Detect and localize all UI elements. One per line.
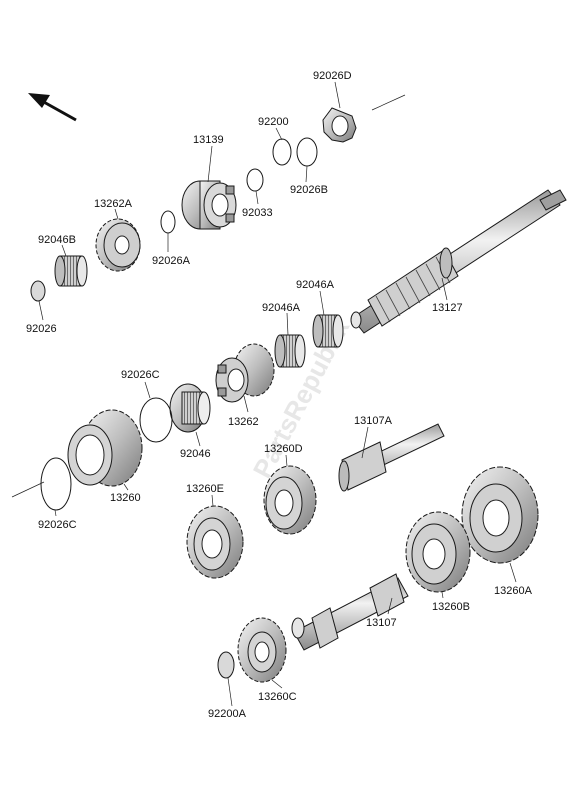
label-92026B: 92026B xyxy=(290,184,328,196)
label-13260B: 13260B xyxy=(432,601,470,613)
part-92026B-circlip xyxy=(296,137,318,167)
part-92033-circlip xyxy=(246,168,264,192)
label-13127: 13127 xyxy=(432,302,463,314)
axis-line-top xyxy=(371,94,406,111)
part-92200-washer xyxy=(272,138,292,166)
label-92046: 92046 xyxy=(180,448,211,460)
part-92046A-needle-bearing-1 xyxy=(312,314,344,348)
part-13260-gear xyxy=(67,409,143,487)
label-92026A: 92026A xyxy=(152,255,191,267)
label-92046A-2: 92046A xyxy=(262,302,301,314)
label-13260C: 13260C xyxy=(258,691,297,703)
part-92046B-needle-bearing xyxy=(54,255,88,287)
part-13260D-gear xyxy=(263,465,317,535)
label-92046B: 92046B xyxy=(38,234,76,246)
label-13260A: 13260A xyxy=(494,585,533,597)
label-92026: 92026 xyxy=(26,323,57,335)
part-92046A-needle-bearing-2 xyxy=(274,334,306,368)
part-13107A-shaft xyxy=(338,423,445,492)
label-92200A: 92200A xyxy=(208,708,247,720)
part-92026-washer xyxy=(30,280,46,302)
part-13127-shaft xyxy=(350,189,567,334)
part-92026C-washer-1 xyxy=(139,397,173,443)
part-13260B-gear xyxy=(405,511,471,593)
label-92026D: 92026D xyxy=(313,70,352,82)
label-13139: 13139 xyxy=(193,134,224,146)
part-13262-gear xyxy=(215,343,275,403)
label-13262A: 13262A xyxy=(94,198,133,210)
part-13107-shaft xyxy=(291,573,409,651)
label-92046A-1: 92046A xyxy=(296,279,335,291)
label-13107A: 13107A xyxy=(354,415,393,427)
part-92026C-washer-2 xyxy=(40,457,72,511)
label-13260E: 13260E xyxy=(186,483,224,495)
label-13260D: 13260D xyxy=(264,443,303,455)
part-13260A-gear xyxy=(461,466,539,564)
leader-lines xyxy=(38,81,517,707)
axis-line-left xyxy=(11,481,45,498)
part-13260E-gear xyxy=(186,505,244,579)
label-92200: 92200 xyxy=(258,116,289,128)
label-13262: 13262 xyxy=(228,416,259,428)
part-13139-hub xyxy=(181,180,237,230)
label-92026C-1: 92026C xyxy=(121,369,160,381)
label-13107: 13107 xyxy=(366,617,397,629)
part-92026D-lock-washer xyxy=(322,107,357,143)
part-13262A-gear xyxy=(95,218,141,272)
part-92026A-circlip xyxy=(160,210,176,234)
part-92200A-washer xyxy=(217,651,235,679)
label-92033: 92033 xyxy=(242,207,273,219)
label-92026C-2: 92026C xyxy=(38,519,77,531)
label-13260: 13260 xyxy=(110,492,141,504)
part-92046-needle-bearing xyxy=(169,383,211,433)
part-13260C-gear xyxy=(237,617,287,683)
direction-arrow-icon xyxy=(28,93,77,122)
